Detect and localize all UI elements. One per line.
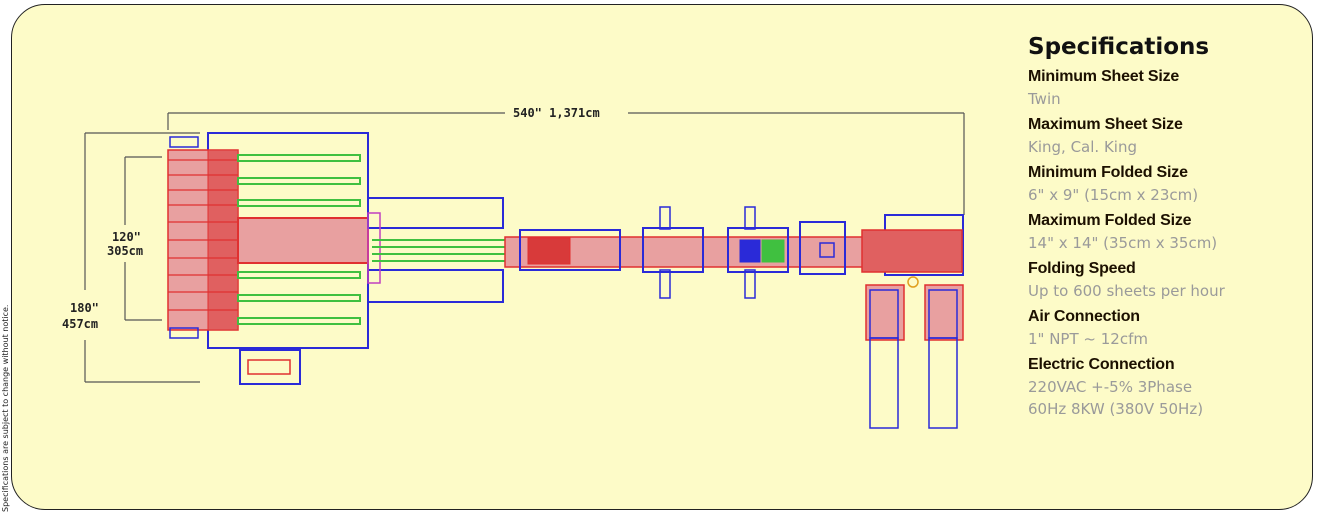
outer-width-inch-label: 180" — [70, 301, 99, 315]
spec-value: 220VAC +-5% 3Phase — [1028, 378, 1193, 396]
overall-length-label: 540" 1,371cm — [513, 106, 600, 120]
spec-min-folded-size: Minimum Folded Size 6" x 9" (15cm x 23cm… — [1028, 162, 1308, 206]
feeder-section — [167, 132, 369, 385]
spec-label: Maximum Folded Size — [1028, 212, 1192, 229]
width-dimensions — [84, 132, 200, 383]
spec-value: Up to 600 sheets per hour — [1028, 282, 1225, 300]
spec-label: Air Connection — [1028, 308, 1140, 325]
spec-max-sheet-size: Maximum Sheet Size King, Cal. King — [1028, 114, 1308, 158]
inner-width-inch-label: 120" — [112, 230, 141, 244]
transfer-section — [367, 197, 505, 303]
spec-min-sheet-size: Minimum Sheet Size Twin — [1028, 66, 1308, 110]
spec-label: Maximum Sheet Size — [1028, 116, 1183, 133]
outer-width-cm-label: 457cm — [62, 317, 98, 331]
spec-value: King, Cal. King — [1028, 138, 1137, 156]
spec-value: Twin — [1028, 90, 1061, 108]
specifications-title: Specifications — [1028, 34, 1210, 60]
spec-max-folded-size: Maximum Folded Size 14" x 14" (35cm x 35… — [1028, 210, 1308, 254]
spec-label: Electric Connection — [1028, 356, 1175, 373]
inner-width-cm-label: 305cm — [107, 244, 143, 258]
spec-label: Minimum Sheet Size — [1028, 68, 1180, 85]
folding-line — [504, 206, 866, 299]
stacker-section — [861, 214, 964, 429]
spec-label: Folding Speed — [1028, 260, 1136, 277]
spec-value: 1" NPT ~ 12cfm — [1028, 330, 1148, 348]
specifications-panel: Specifications Minimum Sheet Size Twin M… — [1028, 34, 1308, 424]
machine-layout-diagram: 540" 1,371cm 120" 305cm 180" 457cm — [62, 106, 965, 429]
overall-length-dimension — [167, 112, 965, 215]
spec-value: 6" x 9" (15cm x 23cm) — [1028, 186, 1199, 204]
spec-value: 14" x 14" (35cm x 35cm) — [1028, 234, 1218, 252]
spec-label: Minimum Folded Size — [1028, 164, 1188, 181]
spec-folding-speed: Folding Speed Up to 600 sheets per hour — [1028, 258, 1308, 302]
spec-electric-connection: Electric Connection 220VAC +-5% 3Phase 6… — [1028, 354, 1308, 420]
spec-air-connection: Air Connection 1" NPT ~ 12cfm — [1028, 306, 1308, 350]
spec-value-line2: 60Hz 8KW (380V 50Hz) — [1028, 400, 1204, 418]
